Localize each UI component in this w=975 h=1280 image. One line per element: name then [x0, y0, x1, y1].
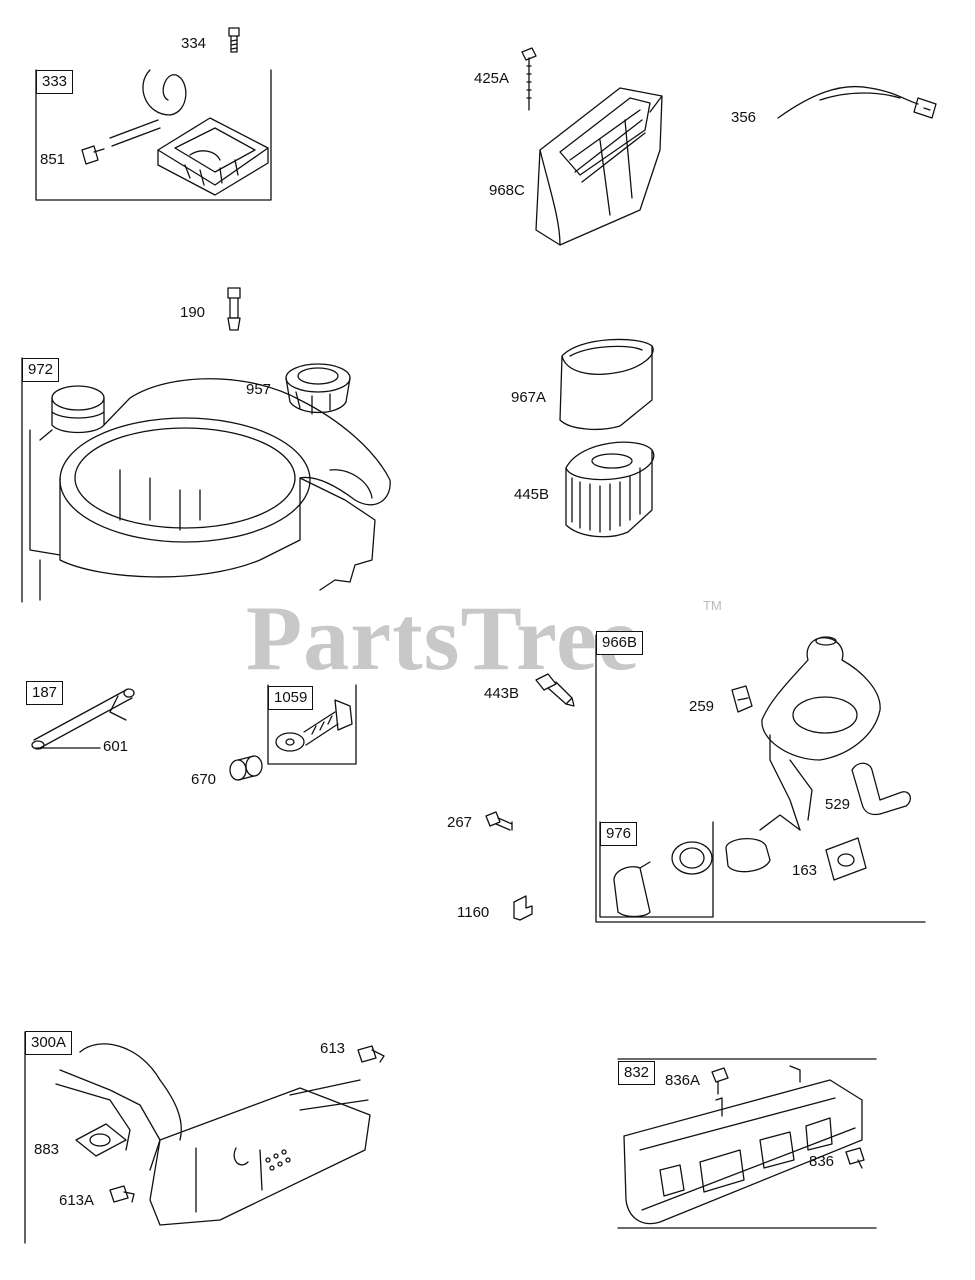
callout-1160[interactable]: 1160: [457, 904, 490, 921]
callout-445b[interactable]: 445B: [514, 486, 550, 503]
callout-836[interactable]: 836: [809, 1153, 835, 1170]
callout-883[interactable]: 883: [34, 1141, 60, 1158]
part-445b-filter: [566, 442, 654, 537]
callout-613[interactable]: 613: [320, 1040, 346, 1057]
callout-box-966b[interactable]: 966B: [596, 631, 644, 655]
part-836a-screw: [712, 1068, 728, 1094]
part-976-filter: [614, 839, 770, 917]
part-163-gasket: [826, 838, 866, 880]
watermark-text: PartsTree: [246, 587, 640, 689]
part-966b-base: [760, 637, 880, 830]
part-613a-screw: [110, 1186, 134, 1202]
part-1059-screw: [276, 700, 352, 751]
callout-box-832[interactable]: 832: [618, 1061, 656, 1085]
part-187-rod: [32, 689, 134, 749]
callout-box-972[interactable]: 972: [22, 358, 60, 382]
part-967a-precleaner: [560, 339, 653, 429]
part-334-screw: [229, 28, 239, 52]
callout-443b[interactable]: 443B: [484, 685, 520, 702]
part-613-screw: [358, 1046, 384, 1062]
callout-259[interactable]: 259: [689, 698, 715, 715]
callout-267[interactable]: 267: [447, 814, 473, 831]
part-300a-muffler: [56, 1044, 370, 1225]
part-968c-cover: [536, 88, 662, 245]
part-972-housing: [30, 379, 390, 600]
callout-851[interactable]: 851: [40, 151, 66, 168]
callout-957[interactable]: 957: [246, 381, 272, 398]
callout-box-187[interactable]: 187: [26, 681, 64, 705]
frame-966b: [596, 635, 925, 922]
callout-box-333[interactable]: 333: [36, 70, 74, 94]
callout-967a[interactable]: 967A: [511, 389, 547, 406]
callout-356[interactable]: 356: [731, 109, 757, 126]
part-957-cap: [286, 364, 350, 414]
callout-425a[interactable]: 425A: [474, 70, 510, 87]
frame-333: [36, 70, 271, 200]
part-836-screw: [846, 1148, 864, 1168]
callout-190[interactable]: 190: [180, 304, 206, 321]
callout-box-300a[interactable]: 300A: [25, 1031, 73, 1055]
part-529-elbow: [852, 763, 910, 814]
callout-836a[interactable]: 836A: [665, 1072, 701, 1089]
callout-529[interactable]: 529: [825, 796, 851, 813]
part-443b-fitting: [536, 674, 574, 706]
part-259-fastener: [732, 686, 752, 712]
part-670-bushing: [230, 756, 262, 780]
callout-163[interactable]: 163: [792, 862, 818, 879]
watermark-trademark: TM: [703, 598, 722, 613]
part-190-fitting: [228, 288, 240, 330]
callout-968c[interactable]: 968C: [489, 182, 525, 199]
callout-613a[interactable]: 613A: [59, 1192, 95, 1209]
part-1160-clip: [514, 896, 532, 920]
callout-box-1059[interactable]: 1059: [268, 686, 314, 710]
part-883-gasket: [76, 1124, 126, 1156]
part-333-armature: [110, 70, 268, 195]
part-851-clip: [82, 146, 104, 164]
part-267-screw: [486, 812, 512, 830]
callout-601[interactable]: 601: [103, 738, 129, 755]
part-832-guard: [624, 1066, 862, 1224]
frame-976: [600, 822, 713, 917]
part-356-wire: [778, 87, 936, 118]
frame-1059: [268, 685, 356, 764]
part-425a-screw: [522, 48, 536, 110]
callout-670[interactable]: 670: [191, 771, 217, 788]
callout-box-976[interactable]: 976: [600, 822, 638, 846]
callout-334[interactable]: 334: [181, 35, 207, 52]
